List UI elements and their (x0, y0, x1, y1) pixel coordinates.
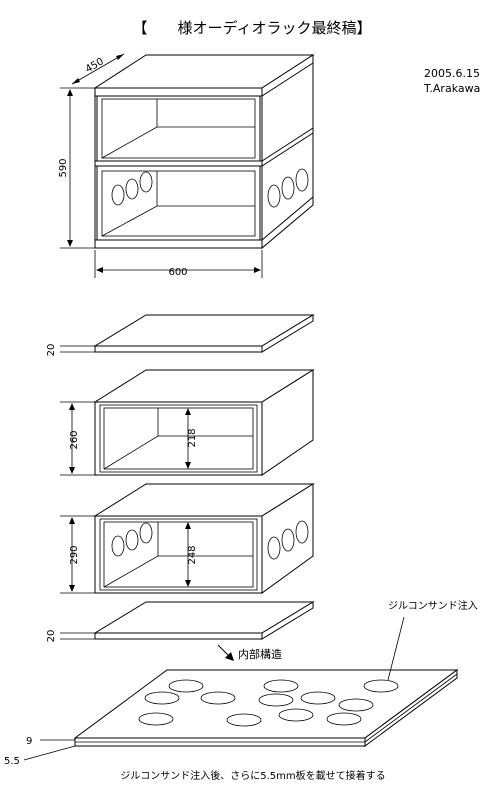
dim-width-label: 600 (168, 267, 187, 278)
dim-base-lower-label: 5.5 (4, 756, 20, 767)
dim-bottom-board-label: 20 (46, 630, 57, 643)
drawing-date: 2005.6.15 (424, 67, 480, 80)
dim-height-label: 590 (58, 158, 69, 177)
assembled-rack: 590 450 600 (58, 53, 315, 278)
internal-structure-callout: 内部構造 (217, 644, 282, 661)
dim-top-board-label: 20 (46, 344, 57, 357)
dim-lower-outer-label: 290 (69, 545, 80, 564)
zircon-sand-label: ジルコンサンド注入 (388, 599, 478, 612)
drawing-author: T.Arakawa (423, 82, 480, 95)
dim-lower-inner-label: 248 (187, 545, 198, 564)
bottom-board: 20 (46, 601, 315, 643)
dim-depth-label: 450 (84, 56, 106, 75)
base-plate: ジルコンサンド注入 9 5.5 (4, 599, 478, 767)
lower-box: 290 248 (60, 483, 315, 594)
bottom-note: ジルコンサンド注入後、さらに5.5mm板を載せて接着する (120, 769, 385, 782)
dim-upper-outer-label: 260 (69, 430, 80, 449)
dim-upper-inner-label: 218 (187, 428, 198, 447)
upper-box: 260 218 (60, 369, 315, 476)
drawing-title: 【 様オーディオラック最終稿】 (133, 19, 372, 37)
top-board: 20 (46, 314, 315, 357)
dim-base-upper-label: 9 (26, 736, 32, 747)
internal-structure-label: 内部構造 (238, 647, 282, 661)
